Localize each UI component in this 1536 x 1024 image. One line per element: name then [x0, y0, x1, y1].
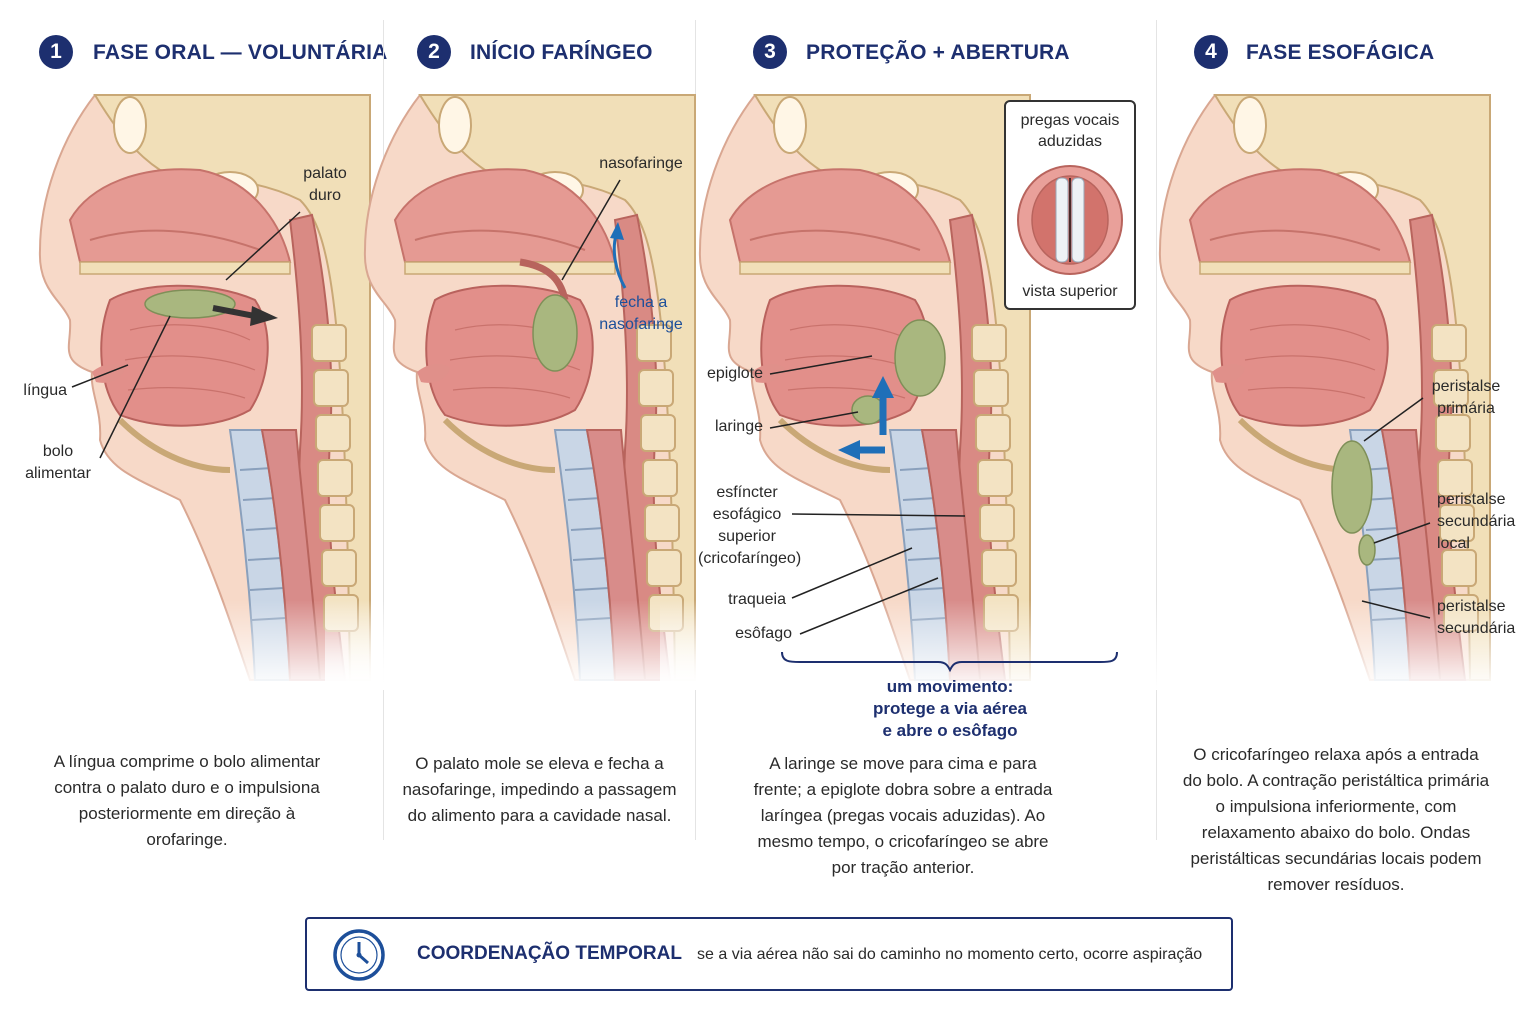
step-4-badge: 4: [1194, 35, 1228, 69]
panel-4-leader-sec-local: [1373, 522, 1431, 544]
label-epiglote: epiglote: [706, 365, 763, 382]
panel-3-larynx: [851, 395, 885, 425]
inset-title: pregas vocais aduzidas: [1020, 112, 1120, 150]
step-1-title: FASE ORAL — VOLUNTÁRIA: [93, 41, 388, 64]
label-fecha-nasofaringe: fecha a nasofaringe: [599, 294, 683, 333]
label-peristalse-secundaria: peristalse secundária: [1437, 598, 1516, 637]
step-3-caption: A laringe se move para cima e para frent…: [753, 754, 1053, 877]
panel-4-leader-primaria: [1363, 397, 1424, 442]
timing-title: COORDENAÇÃO TEMPORAL: [417, 943, 682, 964]
step-1-caption: A língua comprime o bolo alimentar contr…: [53, 752, 321, 849]
step-2-badge: 2: [417, 35, 451, 69]
label-traqueia: traqueia: [728, 591, 786, 608]
label-peristalse-primaria: peristalse primária: [1431, 378, 1501, 417]
panel-2-up-arrow: [612, 234, 627, 289]
vocal-folds-icon: [1017, 165, 1123, 275]
label-palato-duro: palato duro: [303, 165, 347, 204]
panel-1-push-arrow: [212, 305, 256, 319]
panel-2-soft-palate: [519, 258, 569, 301]
movement-callout: um movimento: protege a via aérea e abre…: [872, 677, 1028, 740]
label-bolo-alimentar: bolo alimentar: [25, 443, 91, 482]
vocal-folds-inset: pregas vocais aduzidas vista superior: [1004, 100, 1136, 310]
clock-icon: [333, 929, 385, 981]
step-4-caption: O cricofaríngeo relaxa após a entrada do…: [1182, 745, 1490, 894]
panel-4-residue: [1358, 534, 1376, 566]
panel-1-leader-lingua: [71, 364, 129, 388]
panel-3-up-arrowhead: [872, 376, 894, 398]
panel-2-leader-nasofaringe: [561, 179, 621, 281]
panel-4-leader-secundaria: [1361, 600, 1431, 619]
panel-3-fwd-arrowhead: [838, 440, 860, 460]
step-1-badge: 1: [39, 35, 73, 69]
panel-3-leader-esfincter: [791, 513, 966, 517]
panel-2-bolus: [532, 294, 578, 372]
panel-3-bolus: [894, 319, 946, 397]
panel-4-bolus: [1331, 440, 1373, 534]
panel-1-bolus: [144, 289, 236, 319]
panel-3-leader-traqueia: [791, 547, 913, 599]
panel-3-leader-epiglote: [769, 355, 873, 375]
timing-box: COORDENAÇÃO TEMPORAL se a via aérea não …: [305, 917, 1233, 991]
panel-1-leader-bolo: [99, 315, 171, 459]
step-2-caption: O palato mole se eleva e fecha a nasofar…: [402, 754, 677, 825]
step-3-title: PROTEÇÃO + ABERTURA: [806, 41, 1070, 64]
panel-2-up-arrowhead: [610, 222, 624, 240]
panel-1-arrowhead: [250, 306, 278, 326]
panel-3-brace: [781, 651, 1118, 673]
inset-caption: vista superior: [1022, 283, 1118, 300]
panel-3-leader-laringe: [769, 411, 859, 429]
label-peristalse-secundaria-local: peristalse secundária local: [1437, 491, 1516, 552]
divider-1: [383, 20, 384, 840]
anatomy-illustrations: [0, 0, 1536, 900]
step-3-badge: 3: [753, 35, 787, 69]
label-lingua: língua: [23, 382, 67, 399]
label-esofago: esôfago: [735, 625, 792, 642]
step-4-title: FASE ESOFÁGICA: [1246, 41, 1435, 64]
timing-text: se a via aérea não sai do caminho no mom…: [697, 946, 1203, 963]
divider-3: [1156, 20, 1157, 840]
label-laringe: laringe: [714, 418, 763, 435]
step-2-title: INÍCIO FARÍNGEO: [470, 41, 653, 64]
panel-2-head: [325, 95, 709, 690]
panel-3-leader-esofago: [799, 577, 939, 635]
panel-1-leader-palato: [225, 211, 301, 281]
label-nasofaringe: nasofaringe: [599, 155, 683, 172]
label-esfincter: esfíncter esofágico superior (cricofarín…: [698, 484, 802, 567]
